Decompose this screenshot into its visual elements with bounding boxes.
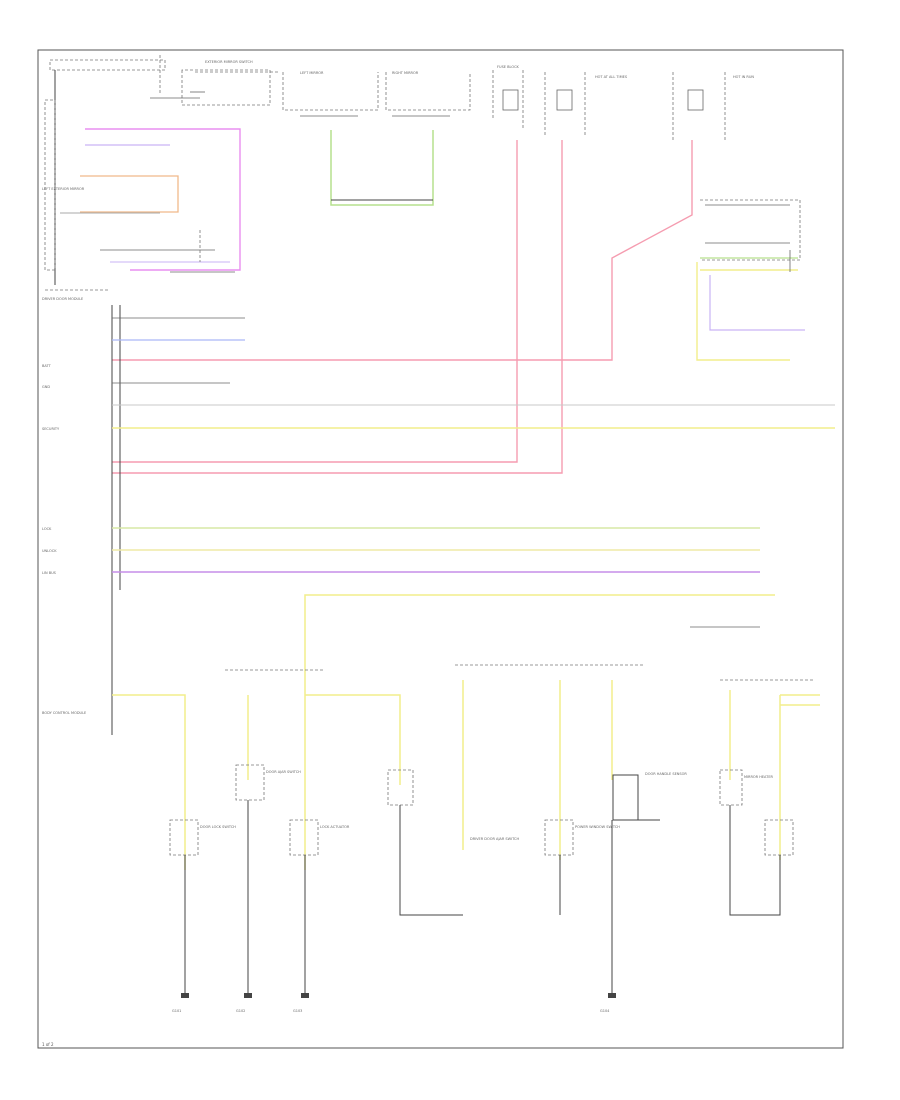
left-label-8: LIN BUS [42,571,57,575]
left-label-2: DRIVER DOOR MODULE [42,297,83,301]
right-mirror-harness [696,199,805,361]
top-label-4: FUSE BLOCK [497,65,520,69]
ground-label-g104: G104 [600,1009,610,1013]
top-center-mirror-switch-blocks [282,72,471,206]
top-label-3: RIGHT MIRROR [392,71,419,75]
ground-label-g101: G101 [172,1009,181,1013]
connector-labels-lower [225,626,815,681]
page-number: 1 of 2 [42,1042,54,1047]
orange-wire-loop [60,175,179,214]
pink-wire-runs [112,140,693,474]
magenta-wire-loop [85,128,241,271]
ground-g101 [181,993,189,998]
component-label-4: DRIVER DOOR AJAR SWITCH [470,837,519,841]
top-label-5: HOT AT ALL TIMES [595,75,628,79]
left-label-6: LOCK [42,527,52,531]
component-label-3: LOCK ACTUATOR [320,825,350,829]
left-label-5: SECURITY [42,427,60,431]
left-label-4: GND [42,385,50,389]
component-label-2: DOOR AJAR SWITCH [266,770,301,774]
left-label-3: BATT [42,364,52,368]
ground-return-wires [184,800,781,995]
diagram-frame [37,49,844,1049]
bus-lines [112,527,760,573]
component-switches [169,764,794,856]
module-signal-lines [112,317,835,429]
ground-g103 [301,993,309,998]
left-label-9: BODY CONTROL MODULE [42,711,86,715]
ground-g102 [244,993,252,998]
fuse-block-top [492,70,726,140]
top-label-6: HOT IN RUN [733,75,754,79]
top-label-1: EXTERIOR MIRROR SWITCH [205,60,253,64]
component-label-6: MIRROR HEATER [744,775,774,779]
module-connector-column [45,289,121,735]
top-left-mirror-switch-block [44,55,280,285]
ground-label-g102: G102 [236,1009,245,1013]
ground-g104 [608,993,616,998]
left-lower-mirror-connector [100,230,235,273]
top-label-2: LEFT MIRROR [300,71,324,75]
left-label-7: UNLOCK [42,549,57,553]
component-label-7: DOOR HANDLE SENSOR [645,772,687,776]
ground-symbols [181,993,616,998]
yellow-feed-network [112,594,820,870]
left-label-1: LEFT EXTERIOR MIRROR [42,187,85,191]
ground-label-g103: G103 [293,1009,302,1013]
component-label-1: DOOR LOCK SWITCH [200,825,236,829]
component-label-5: POWER WINDOW SWITCH [575,825,620,829]
